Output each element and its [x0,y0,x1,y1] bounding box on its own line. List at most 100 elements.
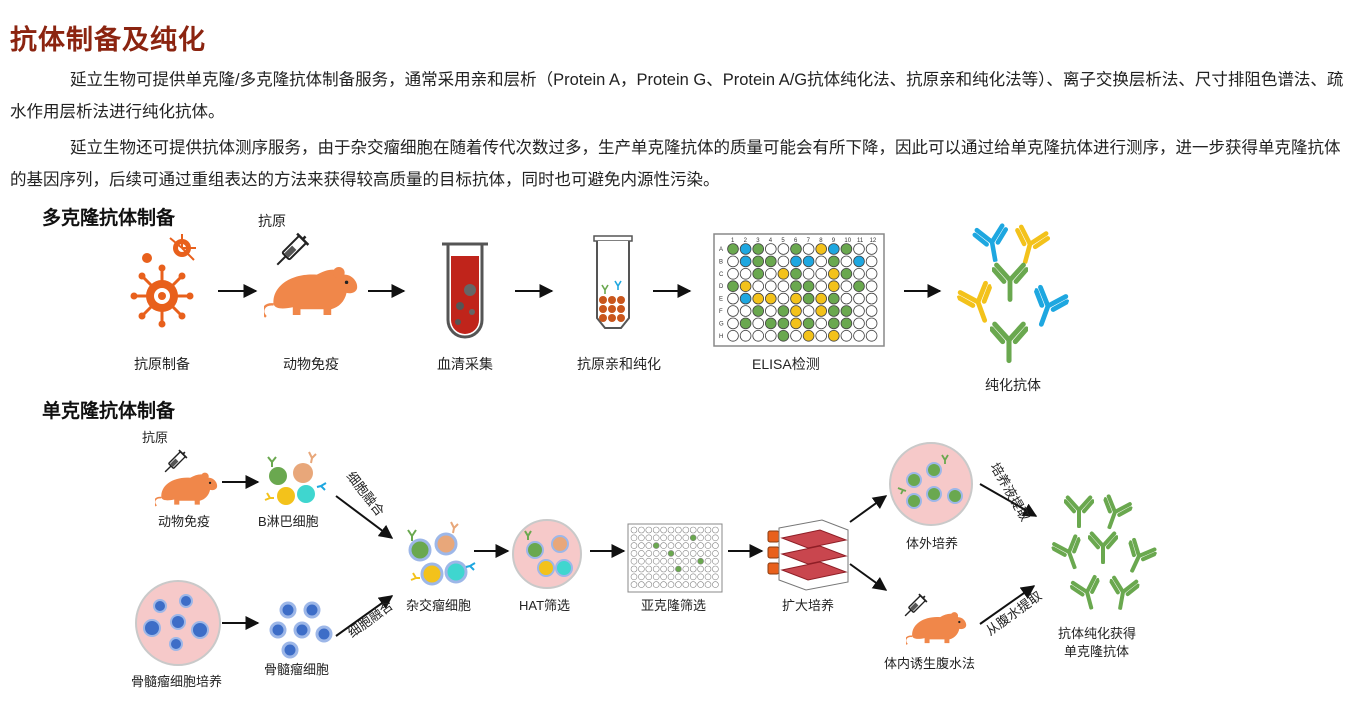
plate-well [777,305,790,317]
plate-col-label: 8 [819,238,823,244]
plate-well [727,268,739,280]
plate-col-label: 6 [794,238,798,244]
subclone-well [675,526,682,534]
plate-well [865,255,878,268]
plate-well [739,255,752,268]
subclone-well [689,534,697,542]
plate-col-label: 1 [731,238,735,244]
subclone-well [675,550,682,557]
purified-antibodies-icon [957,225,1068,360]
plate-row-label: G [719,321,724,327]
plate-well [865,305,878,317]
subclone-well [697,550,704,557]
subclone-well [697,557,704,565]
step-immunize-label: 动物免疫 [283,356,339,372]
subclone-well [652,526,660,534]
mono-syringe-icon [160,448,188,477]
plate-well [739,280,752,292]
plate-well [739,317,752,330]
plate-well [752,243,764,255]
plate-col-label: 9 [832,238,836,244]
subclone-well [697,526,704,534]
plate-well [777,280,790,292]
subclone-well [652,573,660,581]
syringe-icon [270,230,310,272]
subclone-well [645,581,653,588]
plate-well [827,280,840,292]
monoclonal-antibodies-icon [1052,496,1157,612]
plate-well [764,317,777,330]
plate-well [840,280,853,292]
step-elisa-label: ELISA检测 [752,356,820,372]
subclone-well [667,550,675,557]
plate-well [865,330,878,342]
plate-well [727,330,739,342]
subclone-well [645,557,653,565]
plate-well [802,330,815,342]
plate-well [727,292,739,305]
plate-well [739,305,752,317]
plate-well [815,292,827,305]
plate-well [865,243,878,255]
expand-label: 扩大培养 [782,598,834,613]
plate-well [764,255,777,268]
plate-well [790,330,802,342]
subclone-well [667,534,675,542]
plate-well [815,330,827,342]
plate-well [802,305,815,317]
subclone-well [675,565,682,573]
plate-well [840,317,853,330]
plate-well [853,255,865,268]
subclone-well [689,542,697,549]
plate-well [777,292,790,305]
poly-antigen-label: 抗原 [258,213,286,229]
plate-well [853,268,865,280]
step-serum-label: 血清采集 [437,356,493,372]
subclone-well [704,534,712,542]
plate-well [764,305,777,317]
subclone-well [712,565,719,573]
subclone-label: 亚克隆筛选 [641,598,706,613]
plate-row-label: E [719,297,723,303]
fusion-top-label: 细胞融合 [344,469,388,519]
subclone-well [630,534,638,542]
plate-col-label: 7 [807,238,811,244]
plate-well [802,317,815,330]
subclone-well [660,526,667,534]
step-antigen-prep-label: 抗原制备 [134,356,190,372]
plate-well [739,243,752,255]
subclone-well [675,581,682,588]
plate-well [815,243,827,255]
subclone-well [704,542,712,549]
plate-well [752,280,764,292]
hat-selection-icon [512,519,582,589]
subclone-well [638,534,645,542]
subclone-well [689,557,697,565]
subclone-well [712,534,719,542]
subclone-well [704,581,712,588]
subclone-well [645,573,653,581]
plate-row-label: H [719,334,723,340]
plate-well [764,280,777,292]
plate-well [764,268,777,280]
subclone-well [712,526,719,534]
plate-row-label: A [719,247,723,253]
subclone-well [667,526,675,534]
subclone-well [660,557,667,565]
plate-col-label: 11 [857,238,864,244]
plate-well [777,243,790,255]
plate-well [827,330,840,342]
plate-well [853,317,865,330]
polyclonal-heading: 多克隆抗体制备 [42,206,176,229]
plate-well [752,292,764,305]
plate-well [802,292,815,305]
plate-well [727,280,739,292]
plate-well [764,330,777,342]
subclone-well [638,526,645,534]
plate-well [802,268,815,280]
subclone-well [630,542,638,549]
subclone-well [697,534,704,542]
subclone-well [660,581,667,588]
plate-well [739,330,752,342]
subclone-well [638,557,645,565]
